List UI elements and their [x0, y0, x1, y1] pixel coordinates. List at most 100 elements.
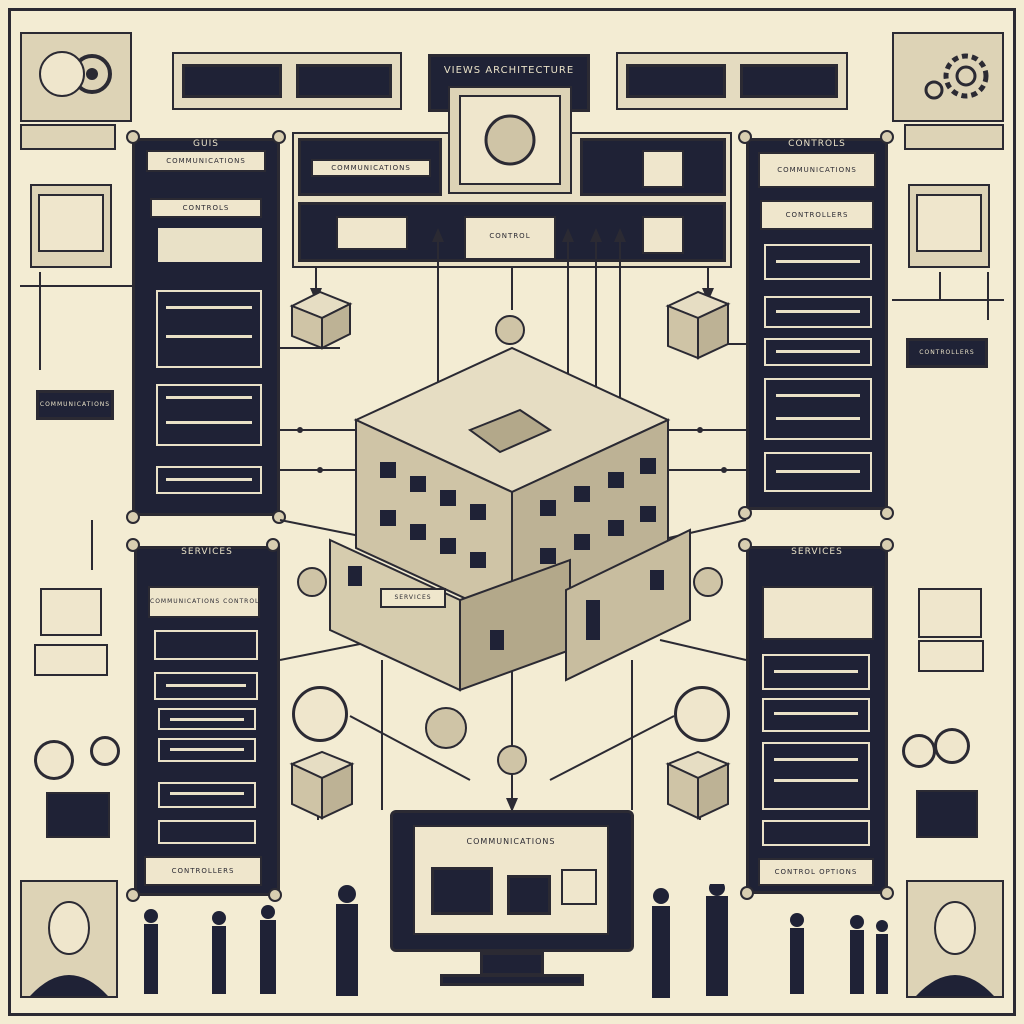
person-icon	[876, 934, 888, 994]
person-icon	[336, 904, 358, 996]
rivet	[880, 538, 894, 552]
panel-top-right-row[interactable]	[764, 338, 872, 366]
panel-bottom-right-row[interactable]	[762, 654, 870, 690]
panel-bottom-left-row[interactable]	[154, 672, 258, 700]
panel-top-right-item[interactable]: CONTROLLERS	[760, 200, 874, 230]
side-card-left	[40, 588, 102, 636]
panel-bottom-left-row[interactable]	[158, 820, 256, 844]
monitor-block	[431, 867, 493, 915]
side-tag-right: CONTROLLERS	[906, 338, 988, 368]
portrait-left	[20, 880, 118, 998]
center-small-button-left[interactable]	[336, 216, 408, 250]
panel-bottom-left-item[interactable]: COMMUNICATIONS CONTROLLERS	[148, 586, 260, 618]
clock-icon	[934, 728, 970, 764]
side-tag-left: COMMUNICATIONS	[36, 390, 114, 420]
panel-top-right-item[interactable]: COMMUNICATIONS	[758, 152, 876, 188]
panel-bottom-right-title: SERVICES	[791, 547, 843, 557]
side-monitor-right	[908, 184, 990, 268]
panel-bottom-left-row[interactable]	[158, 782, 256, 808]
panel-top-left-item[interactable]: CONTROLS	[150, 198, 262, 218]
panel-top-left-row[interactable]	[156, 466, 262, 494]
rivet	[880, 130, 894, 144]
side-card-right	[918, 588, 982, 638]
panel-bottom-left-row[interactable]	[154, 630, 258, 660]
laptop-icon	[916, 790, 978, 838]
rivet	[126, 510, 140, 524]
toolbar-button[interactable]	[626, 64, 726, 98]
rivet	[740, 886, 754, 900]
person-icon	[652, 906, 670, 998]
rivet	[126, 538, 140, 552]
person-icon	[212, 926, 226, 994]
side-monitor-left	[30, 184, 112, 268]
panel-bottom-left-row[interactable]	[158, 708, 256, 730]
gear-icon	[924, 53, 989, 100]
rivet	[738, 506, 752, 520]
rivet	[880, 886, 894, 900]
portrait-right	[906, 880, 1004, 998]
center-edit-button[interactable]	[642, 150, 684, 188]
center-bar-left-label: COMMUNICATIONS	[311, 159, 431, 177]
person-icon	[706, 896, 728, 996]
person-icon	[850, 930, 864, 994]
cube-icon	[665, 290, 731, 360]
panel-bottom-right-footer[interactable]: CONTROL OPTIONS	[758, 858, 874, 886]
panel-bottom-left-footer[interactable]: CONTROLLERS	[144, 856, 262, 886]
toolbar-button[interactable]	[296, 64, 392, 98]
cube-icon	[289, 290, 353, 350]
building-sign: SERVICES	[380, 588, 446, 608]
monitor-title: COMMUNICATIONS	[466, 837, 556, 846]
panel-bottom-right-item[interactable]	[762, 586, 874, 640]
rivet	[126, 130, 140, 144]
panel-top-right-title: CONTROLS	[788, 139, 846, 149]
center-control-button[interactable]: CONTROL	[464, 216, 556, 260]
panel-top-left-row[interactable]	[158, 228, 262, 262]
clock-icon	[90, 736, 120, 766]
person-icon	[260, 920, 276, 994]
clock-icon	[902, 734, 936, 768]
person-icon	[30, 901, 108, 996]
monitor-screen: COMMUNICATIONS	[413, 825, 609, 935]
panel-top-right-row[interactable]	[764, 244, 872, 280]
monitor-base	[440, 974, 584, 986]
panel-bottom-right-row[interactable]	[762, 820, 870, 846]
rivet	[880, 506, 894, 520]
rivet	[272, 130, 286, 144]
monitor-stand	[480, 952, 544, 976]
toolbar-top-left	[172, 52, 402, 110]
medallion-icon	[297, 315, 723, 775]
laptop-icon	[46, 792, 110, 838]
person-icon	[144, 924, 158, 994]
clock-icon	[34, 740, 74, 780]
toolbar-button[interactable]	[740, 64, 838, 98]
outer-frame	[8, 8, 1016, 1016]
cube-icon	[289, 750, 355, 820]
panel-top-right-row[interactable]	[764, 452, 872, 492]
center-bar-left: COMMUNICATIONS	[298, 138, 442, 196]
panel-top-left-group	[156, 384, 262, 446]
monitor-block	[507, 875, 551, 915]
center-small-button-right[interactable]	[642, 216, 684, 254]
center-emblem	[448, 86, 572, 194]
clock-icon	[674, 686, 730, 742]
panel-top-right-row[interactable]	[764, 378, 872, 440]
rivet	[738, 538, 752, 552]
rivet	[126, 888, 140, 902]
person-icon	[916, 901, 994, 996]
corner-label-top-right	[904, 124, 1004, 150]
panel-top-left-item[interactable]: COMMUNICATIONS	[146, 150, 266, 172]
panel-top-right-row[interactable]	[764, 296, 872, 328]
monitor-icon: COMMUNICATIONS	[390, 810, 634, 952]
panel-bottom-right-row[interactable]	[762, 742, 870, 810]
panel-top-left-title: GUIS	[193, 139, 219, 149]
panel-bottom-left-row[interactable]	[158, 738, 256, 762]
side-card-right	[918, 640, 984, 672]
corner-label-top-left	[20, 124, 116, 150]
monitor-block	[561, 869, 597, 905]
side-card-left	[34, 644, 108, 676]
people-figures	[144, 884, 888, 998]
toolbar-button[interactable]	[182, 64, 282, 98]
cube-icon	[665, 750, 731, 820]
panel-bottom-right-row[interactable]	[762, 698, 870, 732]
